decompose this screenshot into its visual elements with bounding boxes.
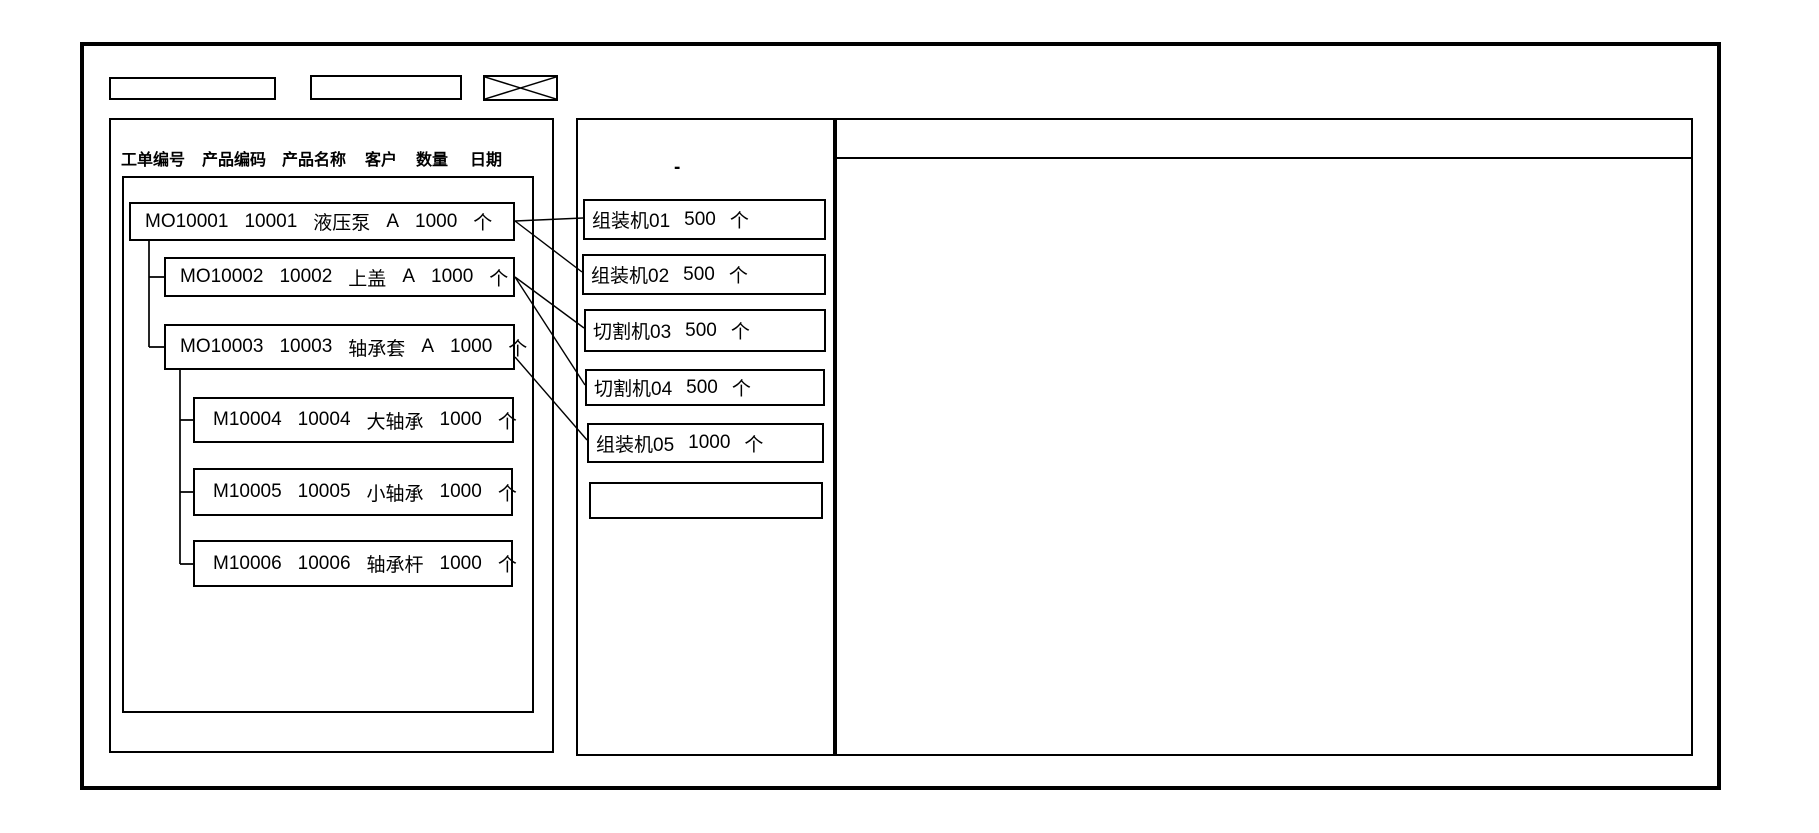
machine-unit: 个 <box>744 434 764 456</box>
qty: 1000 <box>415 210 458 232</box>
order-no: M10006 <box>213 552 282 574</box>
machine-slot-1[interactable]: 组装机01 500 个 <box>583 199 826 240</box>
product-name: 轴承杆 <box>366 555 424 576</box>
customer: A <box>402 266 415 287</box>
unit: 个 <box>489 268 509 290</box>
detail-panel-header-divider <box>835 157 1693 159</box>
qty: 1000 <box>450 336 493 357</box>
order-no: MO10003 <box>180 336 264 357</box>
machine-slot-5[interactable]: 组装机05 1000 个 <box>587 423 824 463</box>
detail-panel-frame <box>835 118 1693 756</box>
tree-node-m10004[interactable]: M10004 10004 大轴承 1000 个 <box>193 397 517 443</box>
tree-node-mo10003[interactable]: MO10003 10003 轴承套 A 1000 个 <box>164 324 527 370</box>
col-header-qty: 数量 <box>416 152 449 169</box>
unit: 个 <box>473 213 493 234</box>
order-no: MO10002 <box>180 266 264 287</box>
product-code: 10005 <box>297 481 351 502</box>
product-name: 轴承套 <box>348 338 406 360</box>
machine-slot-4[interactable]: 切割机04 500 个 <box>585 369 825 406</box>
qty: 1000 <box>439 481 482 502</box>
qty: 1000 <box>431 266 474 287</box>
product-name: 上盖 <box>348 268 387 290</box>
unit: 个 <box>497 483 517 505</box>
customer: A <box>421 336 434 357</box>
machine-qty: 1000 <box>688 432 731 453</box>
col-header-customer: 客户 <box>365 152 398 169</box>
qty: 1000 <box>439 409 482 430</box>
machine-qty: 500 <box>683 263 715 285</box>
image-placeholder-x-icon[interactable] <box>483 75 558 101</box>
machine-qty: 500 <box>685 319 717 341</box>
machine-qty: 500 <box>684 208 716 230</box>
tree-node-m10005[interactable]: M10005 10005 小轴承 1000 个 <box>193 468 517 516</box>
machine-name: 组装机01 <box>592 211 671 232</box>
col-header-date: 日期 <box>470 152 503 169</box>
machine-qty: 500 <box>686 376 718 398</box>
dot-mark: - <box>674 157 681 178</box>
product-code: 10006 <box>297 552 351 574</box>
machine-unit: 个 <box>728 266 748 287</box>
machine-slot-3[interactable]: 切割机03 500 个 <box>584 309 826 352</box>
machine-name: 切割机03 <box>593 322 672 343</box>
product-code: 10004 <box>297 409 351 430</box>
unit: 个 <box>497 411 517 433</box>
unit: 个 <box>497 555 517 576</box>
machine-unit: 个 <box>730 322 750 343</box>
tree-node-mo10002[interactable]: MO10002 10002 上盖 A 1000 个 <box>164 257 515 297</box>
machine-unit: 个 <box>731 379 751 400</box>
toolbar-field-1[interactable] <box>109 77 276 100</box>
tree-node-m10006[interactable]: M10006 10006 轴承杆 1000 个 <box>193 540 517 587</box>
machine-slot-2[interactable]: 组装机02 500 个 <box>582 254 826 295</box>
order-no: M10004 <box>213 409 282 430</box>
col-header-product-code: 产品编码 <box>202 152 267 169</box>
qty: 1000 <box>439 552 482 574</box>
product-code: 10001 <box>244 210 298 232</box>
col-header-product-name: 产品名称 <box>282 152 347 169</box>
product-name: 大轴承 <box>366 411 424 433</box>
product-name: 液压泵 <box>313 213 371 234</box>
tree-node-mo10001[interactable]: MO10001 10001 液压泵 A 1000 个 <box>129 202 515 241</box>
machine-unit: 个 <box>729 211 749 232</box>
machine-name: 组装机05 <box>596 434 675 456</box>
unit: 个 <box>508 338 528 360</box>
customer: A <box>386 210 399 232</box>
machine-slot-empty[interactable] <box>589 482 823 519</box>
product-name: 小轴承 <box>366 483 424 505</box>
machine-name: 切割机04 <box>594 379 673 400</box>
product-code: 10002 <box>279 266 333 287</box>
order-no: MO10001 <box>145 210 229 232</box>
machine-name: 组装机02 <box>591 266 670 287</box>
product-code: 10003 <box>279 336 333 357</box>
order-no: M10005 <box>213 481 282 502</box>
col-header-order-no: 工单编号 <box>121 152 186 169</box>
toolbar-field-2[interactable] <box>310 75 462 100</box>
